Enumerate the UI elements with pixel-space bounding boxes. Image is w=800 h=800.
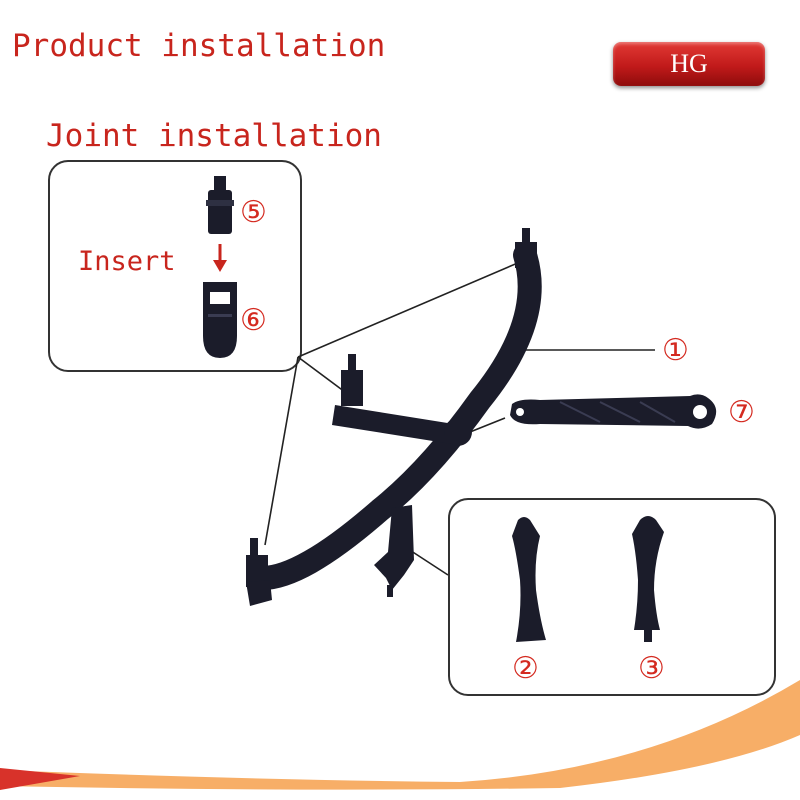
arc-top-connector bbox=[515, 242, 537, 268]
arc-bottom-pin bbox=[250, 538, 258, 556]
callout-5: ⑤ bbox=[240, 195, 267, 230]
insert-arrow-head bbox=[213, 260, 227, 272]
decorative-swoosh bbox=[0, 680, 800, 800]
cross-arm-pin bbox=[348, 354, 356, 372]
brand-badge: HG bbox=[613, 42, 765, 86]
leader-line bbox=[297, 356, 346, 393]
stand-pin bbox=[387, 585, 393, 597]
decorative-swoosh-red bbox=[0, 768, 80, 790]
arm-hole bbox=[516, 408, 524, 416]
arc-bottom-foot bbox=[246, 580, 272, 606]
decorative-swoosh-inner bbox=[0, 735, 800, 800]
center-hub bbox=[444, 418, 472, 446]
callout-3: ③ bbox=[638, 651, 665, 686]
arc-bottom-connector bbox=[246, 555, 268, 587]
arm-hole bbox=[693, 405, 707, 419]
leader-line bbox=[469, 417, 506, 433]
page-title: Product installation bbox=[12, 28, 386, 64]
joint-part-5-band bbox=[206, 200, 234, 206]
callout-1: ① bbox=[662, 333, 689, 368]
arc-top-pin bbox=[522, 228, 530, 244]
parts-detail-panel bbox=[448, 498, 776, 696]
part-2 bbox=[512, 517, 546, 642]
leader-line bbox=[264, 356, 299, 546]
part-3 bbox=[632, 516, 664, 630]
arc-frame-part bbox=[248, 243, 542, 591]
stand-piece bbox=[374, 505, 414, 590]
callout-7: ⑦ bbox=[728, 395, 755, 430]
arm-part-7 bbox=[510, 394, 717, 429]
cross-arm-connector bbox=[341, 370, 363, 406]
cross-arm bbox=[332, 405, 460, 445]
joint-part-5-body bbox=[208, 190, 232, 234]
joint-part-6-ridge bbox=[208, 314, 232, 317]
arm-rib bbox=[559, 401, 676, 423]
joint-detail-panel bbox=[48, 160, 302, 372]
leader-line bbox=[297, 261, 521, 358]
insert-label: Insert bbox=[78, 246, 176, 277]
joint-installation-title: Joint installation bbox=[46, 118, 382, 154]
joint-part-5-top bbox=[214, 176, 226, 190]
callout-6: ⑥ bbox=[240, 303, 267, 338]
joint-part-6-slot bbox=[210, 292, 230, 304]
callout-2: ② bbox=[512, 651, 539, 686]
part-3-pin bbox=[644, 628, 652, 642]
